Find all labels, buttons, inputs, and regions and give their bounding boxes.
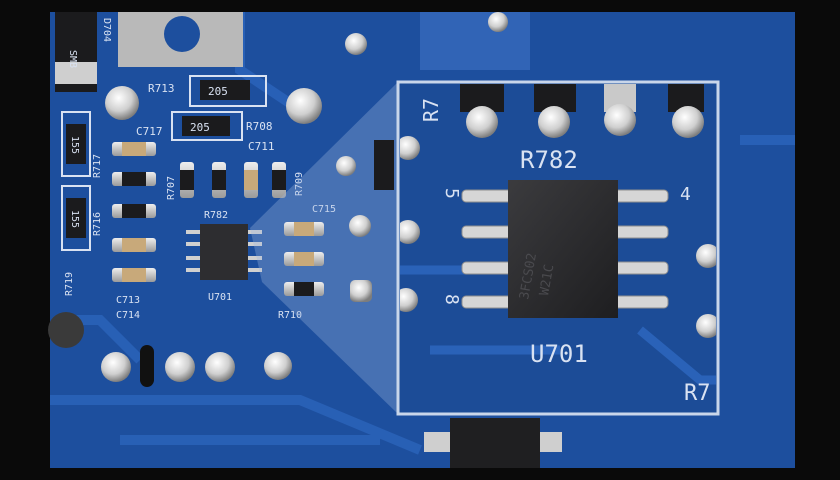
smd-capacitors: [112, 142, 286, 282]
label-r707: R707: [166, 176, 177, 200]
through-hole-pins: [48, 12, 508, 387]
r155b-code: 155: [69, 210, 80, 228]
label-r709: R709: [294, 172, 305, 196]
zoom-pin-8: 8: [441, 294, 462, 305]
r155a-code: 155: [69, 136, 80, 154]
zoom-label-u701: U701: [530, 340, 588, 368]
bottom-component: [450, 418, 540, 468]
zoom-label-r7-top: R7: [419, 98, 443, 122]
label-u701-small: U701: [208, 292, 232, 303]
label-r717: R717: [92, 154, 103, 178]
label-c711: C711: [248, 140, 275, 153]
chip-marking-2: W21C: [537, 263, 557, 296]
label-c714: C714: [116, 310, 140, 321]
magnifier-cone: [250, 82, 398, 414]
label-smb: SMB: [67, 50, 78, 68]
label-r782-small: R782: [204, 210, 228, 221]
label-r716: R716: [92, 212, 103, 236]
u701-chip-small: [200, 224, 248, 280]
zoom-label-r7-bottom: R7: [684, 381, 711, 406]
label-r713: R713: [148, 82, 175, 95]
r713-code: 205: [208, 85, 228, 98]
zoom-pin-5: 5: [441, 188, 462, 199]
label-d704: D704: [101, 18, 112, 42]
u701-chip-zoomed: [508, 180, 618, 318]
label-r710: R710: [278, 310, 302, 321]
r708-code: 205: [190, 121, 210, 134]
cone-parts: [284, 140, 394, 302]
label-c715: C715: [312, 204, 336, 215]
label-c713: C713: [116, 295, 140, 306]
mounting-hole: [164, 16, 200, 52]
label-r708: R708: [246, 120, 273, 133]
zoom-label-r782: R782: [520, 146, 578, 174]
zoom-pin-4: 4: [680, 184, 691, 205]
label-c717: C717: [136, 125, 163, 138]
label-r719: R719: [64, 272, 75, 296]
